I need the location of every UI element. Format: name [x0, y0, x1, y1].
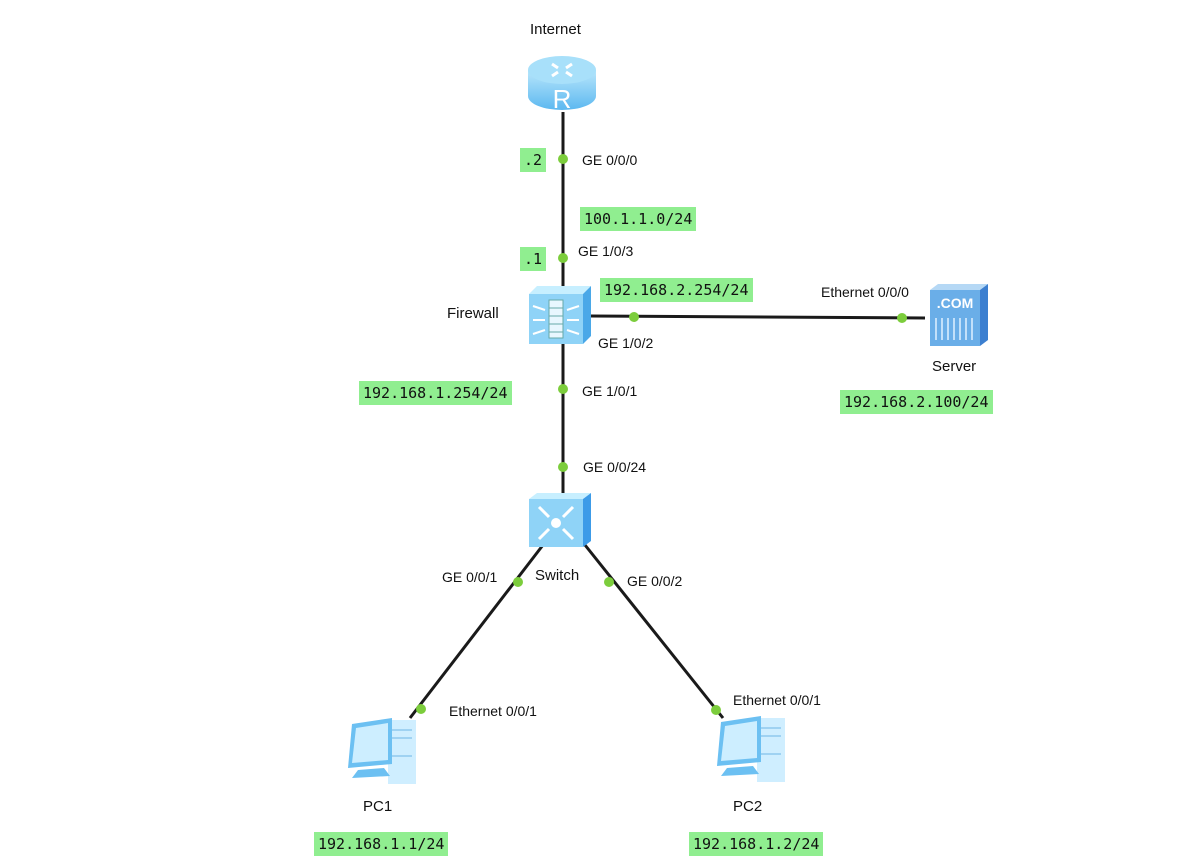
device-label-switch: Switch	[535, 567, 580, 584]
ip-label-wan-subnet: 100.1.1.0/24	[580, 207, 697, 231]
device-switch[interactable]	[527, 491, 593, 549]
port-dot-sw-ge0024[interactable]	[558, 462, 568, 472]
port-label-sw-ge0024: GE 0/0/24	[583, 459, 647, 475]
port-label-sw-ge001: GE 0/0/1	[442, 569, 498, 585]
device-label-pc1: PC1	[363, 798, 393, 815]
ip-label-internet-host: .2	[520, 148, 547, 172]
device-firewall[interactable]	[527, 284, 593, 346]
device-label-server: Server	[932, 358, 977, 375]
port-label-internet-ge000: GE 0/0/0	[582, 152, 638, 168]
pc-icon	[717, 716, 785, 782]
port-label-fw-ge102: GE 1/0/2	[598, 335, 654, 351]
switch-icon	[529, 493, 591, 547]
port-dot-server-eth000[interactable]	[897, 313, 907, 323]
ip-label-fw-lan: 192.168.1.254/24	[359, 381, 512, 405]
ip-label-fw-dmz: 192.168.2.254/24	[600, 278, 753, 302]
svg-text:R: R	[553, 84, 572, 114]
device-server[interactable]: .COM	[928, 282, 990, 348]
server-icon: .COM	[930, 284, 988, 346]
port-label-sw-ge002: GE 0/0/2	[627, 573, 683, 589]
ip-label-pc2: 192.168.1.2/24	[689, 832, 824, 856]
firewall-icon	[529, 286, 591, 344]
router-icon: R	[528, 56, 596, 114]
port-label-fw-ge101: GE 1/0/1	[582, 383, 638, 399]
link-firewall-server	[589, 314, 926, 320]
link-switch-pc2	[583, 544, 725, 719]
port-label-pc2-eth001: Ethernet 0/0/1	[733, 692, 821, 708]
port-label-pc1-eth001: Ethernet 0/0/1	[449, 703, 537, 719]
svg-text:.COM: .COM	[937, 295, 974, 311]
pc-icon	[348, 718, 416, 784]
port-dot-fw-ge102[interactable]	[629, 312, 639, 322]
ip-label-pc1: 192.168.1.1/24	[314, 832, 449, 856]
port-dot-sw-ge001[interactable]	[513, 577, 523, 587]
port-label-fw-ge103: GE 1/0/3	[578, 243, 634, 259]
port-dot-fw-ge101[interactable]	[558, 384, 568, 394]
device-label-pc2: PC2	[733, 798, 763, 815]
device-pc2[interactable]	[713, 714, 793, 786]
port-dot-pc1-eth001[interactable]	[416, 704, 426, 714]
device-label-firewall: Firewall	[447, 305, 499, 322]
device-label-internet: Internet	[530, 21, 581, 38]
device-pc1[interactable]	[344, 716, 424, 788]
port-dot-sw-ge002[interactable]	[604, 577, 614, 587]
device-internet[interactable]: R	[526, 52, 598, 116]
link-switch-pc1	[408, 544, 545, 719]
port-dot-pc2-eth001[interactable]	[711, 705, 721, 715]
port-dot-internet-ge000[interactable]	[558, 154, 568, 164]
ip-label-fw-wan-host: .1	[520, 247, 547, 271]
port-dot-fw-ge103[interactable]	[558, 253, 568, 263]
port-label-server-eth000: Ethernet 0/0/0	[821, 284, 909, 300]
ip-label-server: 192.168.2.100/24	[840, 390, 993, 414]
